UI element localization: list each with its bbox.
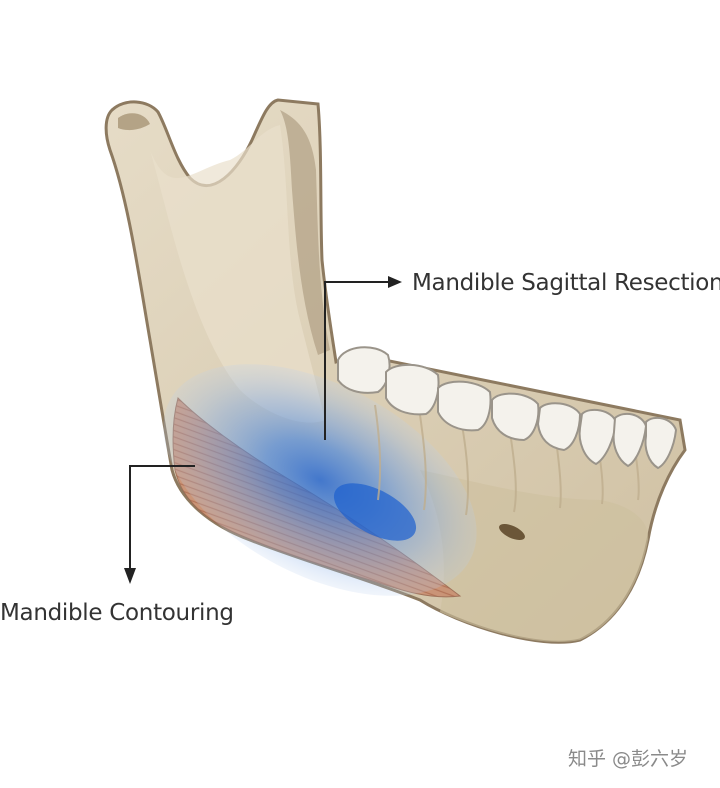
label-sagittal-resection: Mandible Sagittal Resection [412,270,720,296]
teeth [337,346,678,470]
canine [578,408,618,466]
premolar-2 [536,402,582,452]
molar-2 [385,363,440,416]
molar-1 [337,346,391,394]
ramus-shading [150,125,325,423]
callout-sagittal [324,281,390,440]
label-contouring: Mandible Contouring [0,600,234,626]
arrow-right-icon [388,276,402,288]
molar-3 [437,380,492,432]
incisor-2 [644,416,678,470]
condyle-shadow [118,113,150,131]
watermark: 知乎 @彭六岁 [568,748,689,770]
incisor-1 [612,412,648,468]
premolar-1 [491,392,540,442]
resection-core [333,483,417,541]
mental-foramen [499,523,525,541]
ramus-shadow [280,110,330,355]
callout-contouring [129,465,195,570]
arrow-down-icon [124,568,136,584]
body-shading [420,470,649,642]
